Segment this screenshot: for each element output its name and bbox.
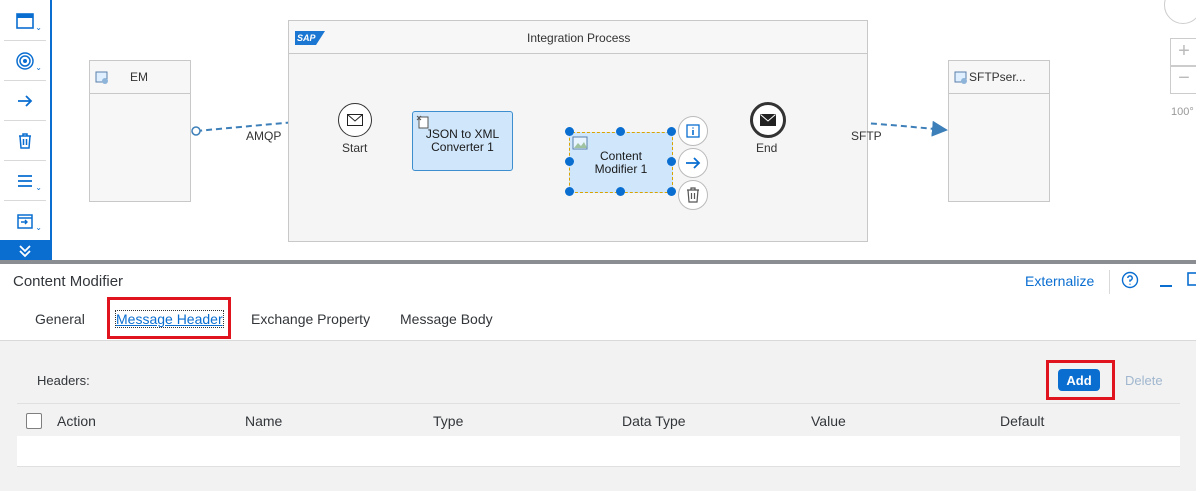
envelope-filled-icon: [760, 114, 776, 126]
end-event-label: End: [756, 141, 778, 155]
trash-icon: [687, 187, 699, 203]
call-tool-button[interactable]: ⌄: [4, 204, 46, 238]
receiver-pool-label: SFTPser...: [969, 70, 1026, 84]
zoom-in-button[interactable]: +: [1170, 38, 1196, 66]
resize-handle[interactable]: [616, 187, 625, 196]
tab-general[interactable]: General: [35, 311, 85, 327]
call-step-icon: [17, 214, 33, 229]
integration-process-label: Integration Process: [527, 31, 631, 45]
start-event[interactable]: [338, 103, 372, 137]
trash-icon: [19, 133, 31, 149]
json-to-xml-converter-step[interactable]: JSON to XML Converter 1: [412, 111, 513, 171]
delete-context-button[interactable]: [678, 180, 708, 210]
chevron-double-down-icon: [19, 245, 31, 258]
tabs-divider: [0, 340, 1196, 341]
resize-handle[interactable]: [616, 127, 625, 136]
resize-handle[interactable]: [667, 127, 676, 136]
sender-pool[interactable]: EM: [89, 60, 191, 202]
menu-tool-button[interactable]: ⌄: [4, 164, 46, 198]
externalize-link[interactable]: Externalize: [1025, 273, 1095, 289]
connector-tool-button[interactable]: [4, 84, 46, 118]
pool-tool-button[interactable]: ⌄: [4, 4, 46, 38]
add-button[interactable]: Add: [1058, 369, 1100, 391]
message-header-content: Headers: Add Delete Action Name Type Dat…: [0, 341, 1196, 491]
tab-message-header[interactable]: Message Header: [115, 310, 224, 328]
arrow-right-icon: [686, 157, 701, 169]
column-default: Default: [1000, 413, 1045, 429]
envelope-icon: [347, 114, 363, 126]
amqp-label: AMQP: [246, 129, 282, 143]
zoom-out-button[interactable]: −: [1170, 66, 1196, 94]
palette-toolbar: ⌄ ⌄ ⌄ ⌄: [0, 0, 52, 262]
converter-icon: [416, 115, 429, 129]
minimize-icon[interactable]: [1158, 272, 1174, 288]
resize-handle[interactable]: [565, 187, 574, 196]
sender-pool-label: EM: [130, 70, 148, 84]
resize-handle[interactable]: [565, 127, 574, 136]
toolbar-divider: [1109, 270, 1110, 294]
help-icon[interactable]: [1121, 271, 1139, 289]
participant-icon: [954, 71, 967, 84]
column-action: Action: [57, 413, 96, 429]
headers-label: Headers:: [37, 373, 90, 388]
info-icon: [686, 124, 700, 138]
column-type: Type: [433, 413, 464, 429]
arrow-right-icon: [18, 95, 33, 107]
target-icon: [16, 52, 34, 70]
tab-message-body[interactable]: Message Body: [400, 311, 493, 327]
participant-icon: [95, 71, 108, 84]
maximize-icon[interactable]: [1186, 270, 1196, 288]
highlight-box: [1046, 360, 1115, 400]
content-modifier-icon: [572, 136, 588, 150]
delete-tool-button[interactable]: [4, 124, 46, 158]
table-row: [17, 436, 1180, 467]
resize-handle[interactable]: [565, 157, 574, 166]
list-icon: [18, 175, 32, 187]
panel-splitter[interactable]: [0, 260, 1196, 264]
headers-table-header: Action Name Type Data Type Value Default: [17, 403, 1180, 438]
zoom-level: 100°: [1171, 106, 1194, 118]
window-icon: [16, 13, 34, 29]
start-event-label: Start: [342, 141, 368, 155]
sftp-label: SFTP: [851, 129, 882, 143]
resize-handle[interactable]: [667, 187, 676, 196]
select-all-checkbox[interactable]: [26, 413, 42, 429]
tab-exchange-property[interactable]: Exchange Property: [251, 311, 371, 327]
column-name: Name: [245, 413, 283, 429]
panel-title: Content Modifier: [13, 273, 124, 290]
highlight-box: [107, 297, 231, 339]
integration-process-header: [289, 21, 867, 54]
connect-context-button[interactable]: [678, 148, 708, 178]
sap-logo: SAP: [295, 31, 325, 45]
json-to-xml-converter-label: JSON to XML Converter 1: [425, 127, 500, 154]
events-tool-button[interactable]: ⌄: [4, 44, 46, 78]
process-canvas[interactable]: EM SAP Integration Process Start JSON to…: [52, 0, 1196, 260]
expand-toolbar-button[interactable]: [0, 240, 50, 262]
resize-handle[interactable]: [667, 157, 676, 166]
column-data-type: Data Type: [622, 413, 686, 429]
column-value: Value: [811, 413, 846, 429]
properties-panel: Content Modifier Externalize General Mes…: [0, 264, 1196, 491]
end-event[interactable]: [750, 102, 786, 138]
content-modifier-step[interactable]: Content Modifier 1: [569, 132, 673, 193]
info-context-button[interactable]: [678, 116, 708, 146]
delete-button[interactable]: Delete: [1125, 373, 1163, 388]
content-modifier-label: Content Modifier 1: [594, 149, 648, 176]
receiver-pool[interactable]: SFTPser...: [948, 60, 1050, 202]
